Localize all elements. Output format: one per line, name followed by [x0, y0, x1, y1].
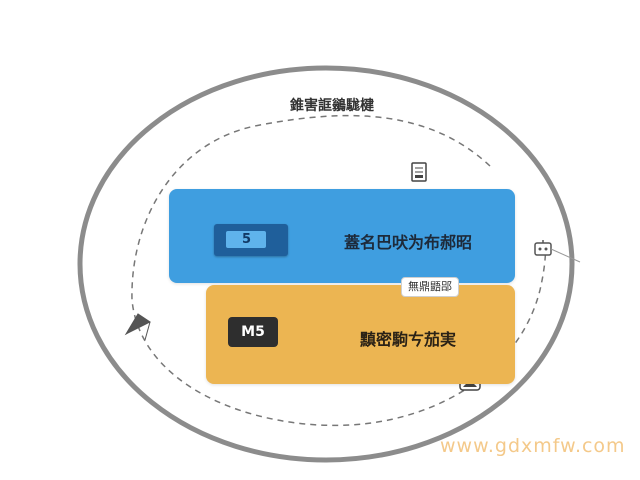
yellow-box-chip: M5 — [228, 317, 278, 347]
watermark-text: www.gdxmfw.com — [440, 435, 626, 457]
blue-box-label: 蓋名巴吠为布郝昭 — [344, 233, 473, 252]
chip-screen — [226, 231, 266, 248]
diagram-top-label: 錐害誆鶲駹楗 — [290, 98, 374, 114]
document-icon — [411, 162, 427, 182]
blue-box-chip-text: 5 — [241, 232, 253, 247]
robot-icon — [534, 240, 581, 263]
cycle-path — [131, 114, 547, 427]
outer-ring — [77, 65, 575, 463]
yellow-box-label: 黰密駒ㄘ茄実 — [360, 330, 457, 349]
connector-tag: 無鼎鼯郘 — [401, 277, 459, 297]
cycle-arrowhead — [124, 313, 151, 341]
blue-box-chip: 5 — [214, 224, 288, 256]
